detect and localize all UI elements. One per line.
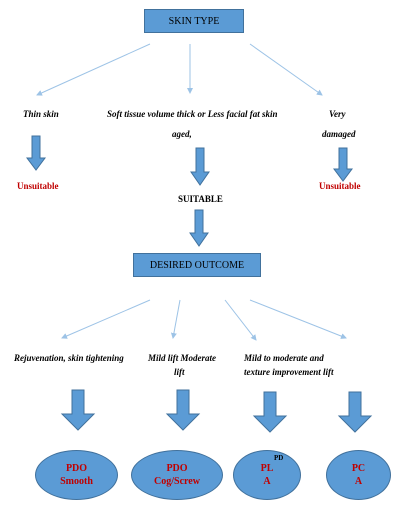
thread-pdo-cog: PDO Cog/Screw <box>131 450 223 500</box>
middle-branch-line2: aged, <box>172 129 192 139</box>
thread-2-line2: Cog/Screw <box>154 476 200 487</box>
arrow-thread-3 <box>252 391 288 433</box>
arrow-suitable-down <box>189 209 209 247</box>
thin-skin-label: Thin skin <box>23 109 59 119</box>
very-branch-line1: Very <box>329 109 346 119</box>
desired-outcome-label: DESIRED OUTCOME <box>149 259 245 271</box>
thin-unsuitable-label: Unsuitable <box>17 181 59 191</box>
outcome-1-line1: Rejuvenation, skin tightening <box>14 353 124 363</box>
connector-outcome-1 <box>61 299 151 339</box>
very-unsuitable-label: Unsuitable <box>319 181 361 191</box>
thread-pca: PC A <box>326 450 391 500</box>
outcome-2-line1: Mild lift Moderate <box>148 353 216 363</box>
arrow-thread-1 <box>60 389 96 431</box>
thread-4-line2: A <box>354 476 363 487</box>
outcome-3-line2: texture improvement lift <box>244 367 334 377</box>
skin-type-box: SKIN TYPE <box>144 9 244 33</box>
connector-outcome-2 <box>170 299 181 339</box>
middle-branch-line1: Soft tissue volume thick or Less facial … <box>107 109 278 119</box>
thread-pla: PL A <box>233 450 301 500</box>
thread-2-line1: PDO <box>166 463 188 474</box>
outcome-2-line2: lift <box>174 367 185 377</box>
connector-very <box>249 43 323 96</box>
thread-4-line1: PC <box>351 463 366 474</box>
arrow-middle-down <box>190 147 210 186</box>
suitable-label: SUITABLE <box>178 194 223 204</box>
desired-outcome-box: DESIRED OUTCOME <box>133 253 261 277</box>
connector-thin <box>36 43 151 96</box>
arrow-thread-4 <box>337 391 373 433</box>
thread-pdo-smooth: PDO Smooth <box>35 450 118 500</box>
outcome-3-line1: Mild to moderate and <box>244 353 324 363</box>
thread-3-line2: A <box>263 476 271 487</box>
arrow-very-down <box>333 147 353 182</box>
thread-3-superscript: PD <box>274 454 284 462</box>
thread-1-line2: Smooth <box>60 476 93 487</box>
arrow-thin-down <box>26 135 46 171</box>
thread-3-line1: PL <box>260 463 274 474</box>
thread-1-line1: PDO <box>65 463 88 474</box>
connector-outcome-4 <box>249 299 347 339</box>
very-branch-line2: damaged <box>322 129 356 139</box>
arrow-thread-2 <box>165 389 201 431</box>
skin-type-label: SKIN TYPE <box>168 15 220 27</box>
connector-outcome-3 <box>224 299 257 341</box>
